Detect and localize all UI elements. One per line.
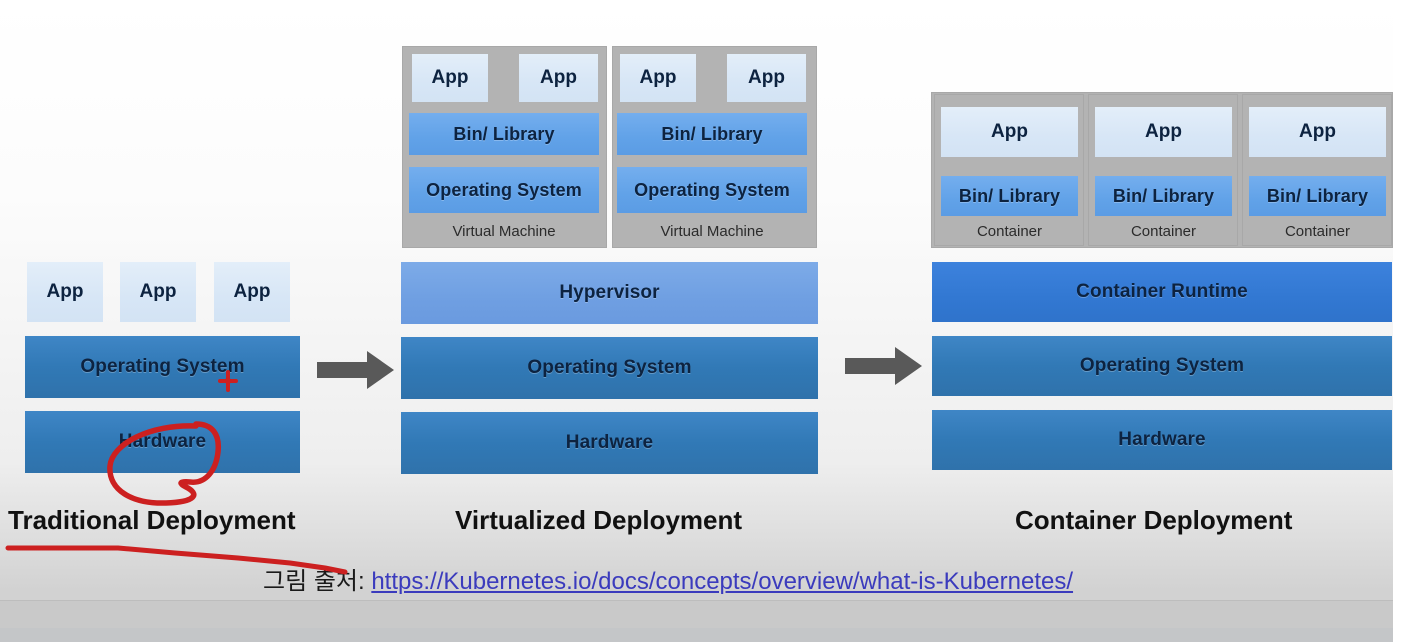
container3-label-text: Container <box>1284 222 1351 240</box>
source-prefix-label: 그림 출처: <box>263 568 372 595</box>
container3-app-box: App <box>1249 107 1386 157</box>
container2-bin-library-label: Bin/ Library <box>1112 185 1215 206</box>
traditional-app-box-1: App <box>27 262 103 322</box>
virtualized-operating-system-label: Operating System <box>527 357 692 378</box>
container-deployment-caption-text: Container Deployment <box>1015 505 1293 535</box>
slide-bottom-strip-secondary <box>0 628 1413 642</box>
traditional-app-label-3: App <box>233 281 271 302</box>
vm1-bin-library-bar: Bin/ Library <box>409 113 599 155</box>
vm1-machine-label-text: Virtual Machine <box>452 222 556 240</box>
vm1-machine-label: Virtual Machine <box>409 219 599 243</box>
virtualized-hardware-label: Hardware <box>565 432 654 453</box>
container1-app-label: App <box>991 121 1028 142</box>
vm2-app-box-2: App <box>727 54 806 102</box>
vm1-operating-system-bar: Operating System <box>409 167 599 213</box>
container-hardware-bar: Hardware <box>932 410 1392 470</box>
container1-bin-library-label: Bin/ Library <box>958 185 1061 206</box>
container2-label-text: Container <box>1130 222 1197 240</box>
traditional-app-label-2: App <box>139 281 177 302</box>
arrow-virtualized-to-container <box>843 344 925 388</box>
vm2-bin-library-label: Bin/ Library <box>661 123 763 144</box>
slide-right-margin <box>1393 0 1413 642</box>
container3-app-label: App <box>1299 121 1336 142</box>
vm2-app-label-1: App <box>639 67 677 88</box>
virtualized-hardware-bar: Hardware <box>401 412 818 474</box>
container3-bin-library-bar: Bin/ Library <box>1249 176 1386 216</box>
virtualized-deployment-caption: Virtualized Deployment <box>455 505 742 536</box>
virtualized-hypervisor-bar: Hypervisor <box>401 262 818 324</box>
container1-label-text: Container <box>976 222 1043 240</box>
traditional-hardware-label: Hardware <box>118 431 207 452</box>
container1-label: Container <box>941 220 1078 242</box>
container2-bin-library-bar: Bin/ Library <box>1095 176 1232 216</box>
traditional-operating-system-bar: Operating System <box>25 336 300 398</box>
vm1-app-box-1: App <box>412 54 488 102</box>
traditional-deployment-caption: Traditional Deployment <box>8 505 296 536</box>
vm2-bin-library-bar: Bin/ Library <box>617 113 807 155</box>
vm1-app-label-2: App <box>540 67 577 88</box>
vm2-machine-label: Virtual Machine <box>617 219 807 243</box>
vm1-app-box-2: App <box>519 54 598 102</box>
container-operating-system-bar: Operating System <box>932 336 1392 396</box>
traditional-app-box-3: App <box>214 262 290 322</box>
traditional-operating-system-label: Operating System <box>80 356 245 377</box>
container3-label: Container <box>1249 220 1386 242</box>
vm2-operating-system-bar: Operating System <box>617 167 807 213</box>
traditional-app-label-1: App <box>46 281 84 302</box>
container-operating-system-label: Operating System <box>1079 355 1245 376</box>
kubernetes-docs-link[interactable]: https://Kubernetes.io/docs/concepts/over… <box>371 568 1074 595</box>
traditional-deployment-caption-text: Traditional Deployment <box>8 505 296 535</box>
vm1-operating-system-label: Operating System <box>426 179 582 200</box>
container3-bin-library-label: Bin/ Library <box>1266 185 1369 206</box>
virtualized-deployment-caption-text: Virtualized Deployment <box>455 505 743 535</box>
container-runtime-bar: Container Runtime <box>932 262 1392 322</box>
virtualized-operating-system-bar: Operating System <box>401 337 818 399</box>
traditional-hardware-bar: Hardware <box>25 411 300 473</box>
container2-app-label: App <box>1145 121 1182 142</box>
source-credit-line: 그림 출처: https://Kubernetes.io/docs/concep… <box>263 561 1073 596</box>
container-hardware-label: Hardware <box>1118 429 1206 450</box>
virtualized-hypervisor-label: Hypervisor <box>559 282 660 303</box>
vm2-operating-system-label: Operating System <box>634 179 790 200</box>
traditional-app-box-2: App <box>120 262 196 322</box>
vm2-app-box-1: App <box>620 54 696 102</box>
vm1-app-label-1: App <box>431 67 469 88</box>
container2-app-box: App <box>1095 107 1232 157</box>
vm2-machine-label-text: Virtual Machine <box>660 222 764 240</box>
vm1-bin-library-label: Bin/ Library <box>453 123 555 144</box>
container2-label: Container <box>1095 220 1232 242</box>
container-runtime-label: Container Runtime <box>1076 281 1248 302</box>
container1-app-box: App <box>941 107 1078 157</box>
container-deployment-caption: Container Deployment <box>1015 505 1292 536</box>
vm2-app-label-2: App <box>748 67 785 88</box>
container1-bin-library-bar: Bin/ Library <box>941 176 1078 216</box>
arrow-traditional-to-virtualized <box>315 348 397 392</box>
